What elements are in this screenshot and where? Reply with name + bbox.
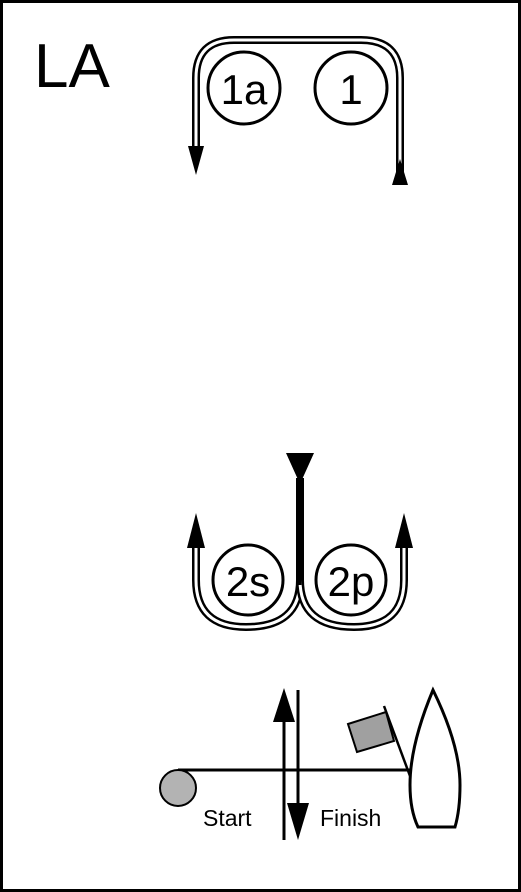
pin-buoy-icon [160,770,196,806]
finish-label: Finish [320,805,381,831]
mark-2p-label: 2p [328,558,375,605]
course-title: LA [34,32,110,101]
start-label: Start [203,805,252,831]
mark-2s-label: 2s [226,558,270,605]
mark-1-label: 1 [339,66,362,113]
mark-1a-label: 1a [221,66,268,113]
